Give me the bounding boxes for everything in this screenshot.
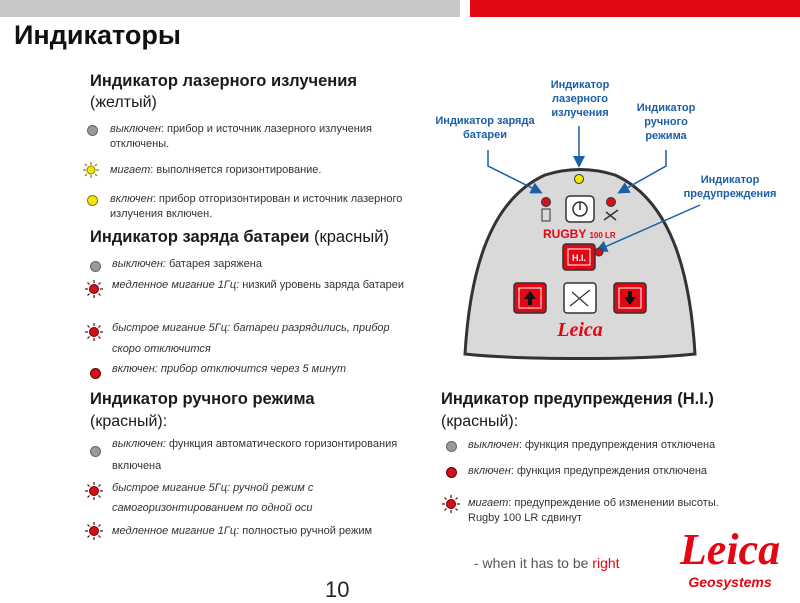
battery-slow-blink-dot [85,280,103,298]
laser-off-dot [87,125,98,136]
panel-led-battery [541,197,551,207]
panel-led-warning [594,247,604,257]
diagram-label-laser: Индикатор лазерного излучения [550,79,610,119]
warning-on-dot [446,467,457,478]
pointer-battery [487,150,543,194]
warning-heading: Индикатор предупреждения (H.I.) [441,390,714,408]
warning-off-dot [446,441,457,452]
warning-subheading: (красный): [441,413,519,430]
laser-item-on: включен: прибор отгоризонтирован и источ… [110,193,403,220]
laser-on-dot [87,195,98,206]
battery-on-dot [90,368,101,379]
leica-logo-subtext: Geosystems [688,574,771,590]
panel-model-sub: 100 LR [589,231,615,240]
laser-blink-dot [83,162,99,178]
panel-led-manual [606,197,616,207]
panel-brand-text: Leica [556,319,603,341]
page-number: 10 [325,577,350,602]
panel-hi-button [562,243,596,271]
manual-subheading: (красный): [90,413,168,430]
diagram-label-battery: Индикатор заряда батареи [435,115,535,141]
laser-item-off: выключен: прибор и источник лазерного из… [110,123,372,150]
pointer-warning [595,204,701,252]
panel-manual-icon [603,209,619,221]
panel-model-text: RUGBY 100 LR [543,227,616,241]
pointer-manual [617,150,667,194]
leica-logo-text: Leica [679,525,780,574]
laser-heading: Индикатор лазерного излучения [90,72,358,90]
manual-off-dot [90,446,101,457]
top-bar-grey [0,0,460,17]
warning-item-off: выключен: функция предупреждения отключе… [468,439,716,451]
diagram-label-warning: Индикатор предупреждения [683,174,777,200]
page-title: Индикаторы [14,20,181,50]
battery-item-off: выключен: батарея заряжена [112,258,262,270]
warning-item-blink: мигает: предупреждение об изменении высо… [468,497,719,524]
diagram-label-manual: Индикатор ручного режима [636,102,696,142]
leica-logo: Leica Geosystems [679,525,780,590]
laser-subheading: (желтый) [90,94,157,111]
battery-fast-blink-dot [85,323,103,341]
panel-battery-icon [541,208,551,222]
battery-item-fast: быстрое мигание 5Гц: батареи разрядились… [112,322,390,355]
manual-slow-blink-dot [85,522,103,540]
tagline: - when it has to be right [474,555,620,571]
battery-item-on: включен: прибор отключится через 5 минут [112,363,347,375]
battery-item-slow: медленное мигание 1Гц: низкий уровень за… [112,279,405,291]
battery-off-dot [90,261,101,272]
manual-heading: Индикатор ручного режима [90,390,315,408]
warning-blink-dot [442,495,460,513]
warning-item-on: включен: функция предупреждения отключен… [468,465,708,477]
manual-fast-blink-dot [85,482,103,500]
laser-item-blink: мигает: выполняется горизонтирование. [110,164,322,176]
top-bar-red [470,0,800,17]
manual-item-slow: медленное мигание 1Гц: полностью ручной … [112,525,373,537]
manual-item-off: выключен: функция автоматического горизо… [112,438,398,472]
panel-hi-text: H.I. [572,253,586,263]
panel-led-laser [574,174,584,184]
battery-heading: Индикатор заряда батареи (красный) [90,228,389,246]
manual-item-fast: быстрое мигание 5Гц: ручной режим с само… [112,482,314,514]
